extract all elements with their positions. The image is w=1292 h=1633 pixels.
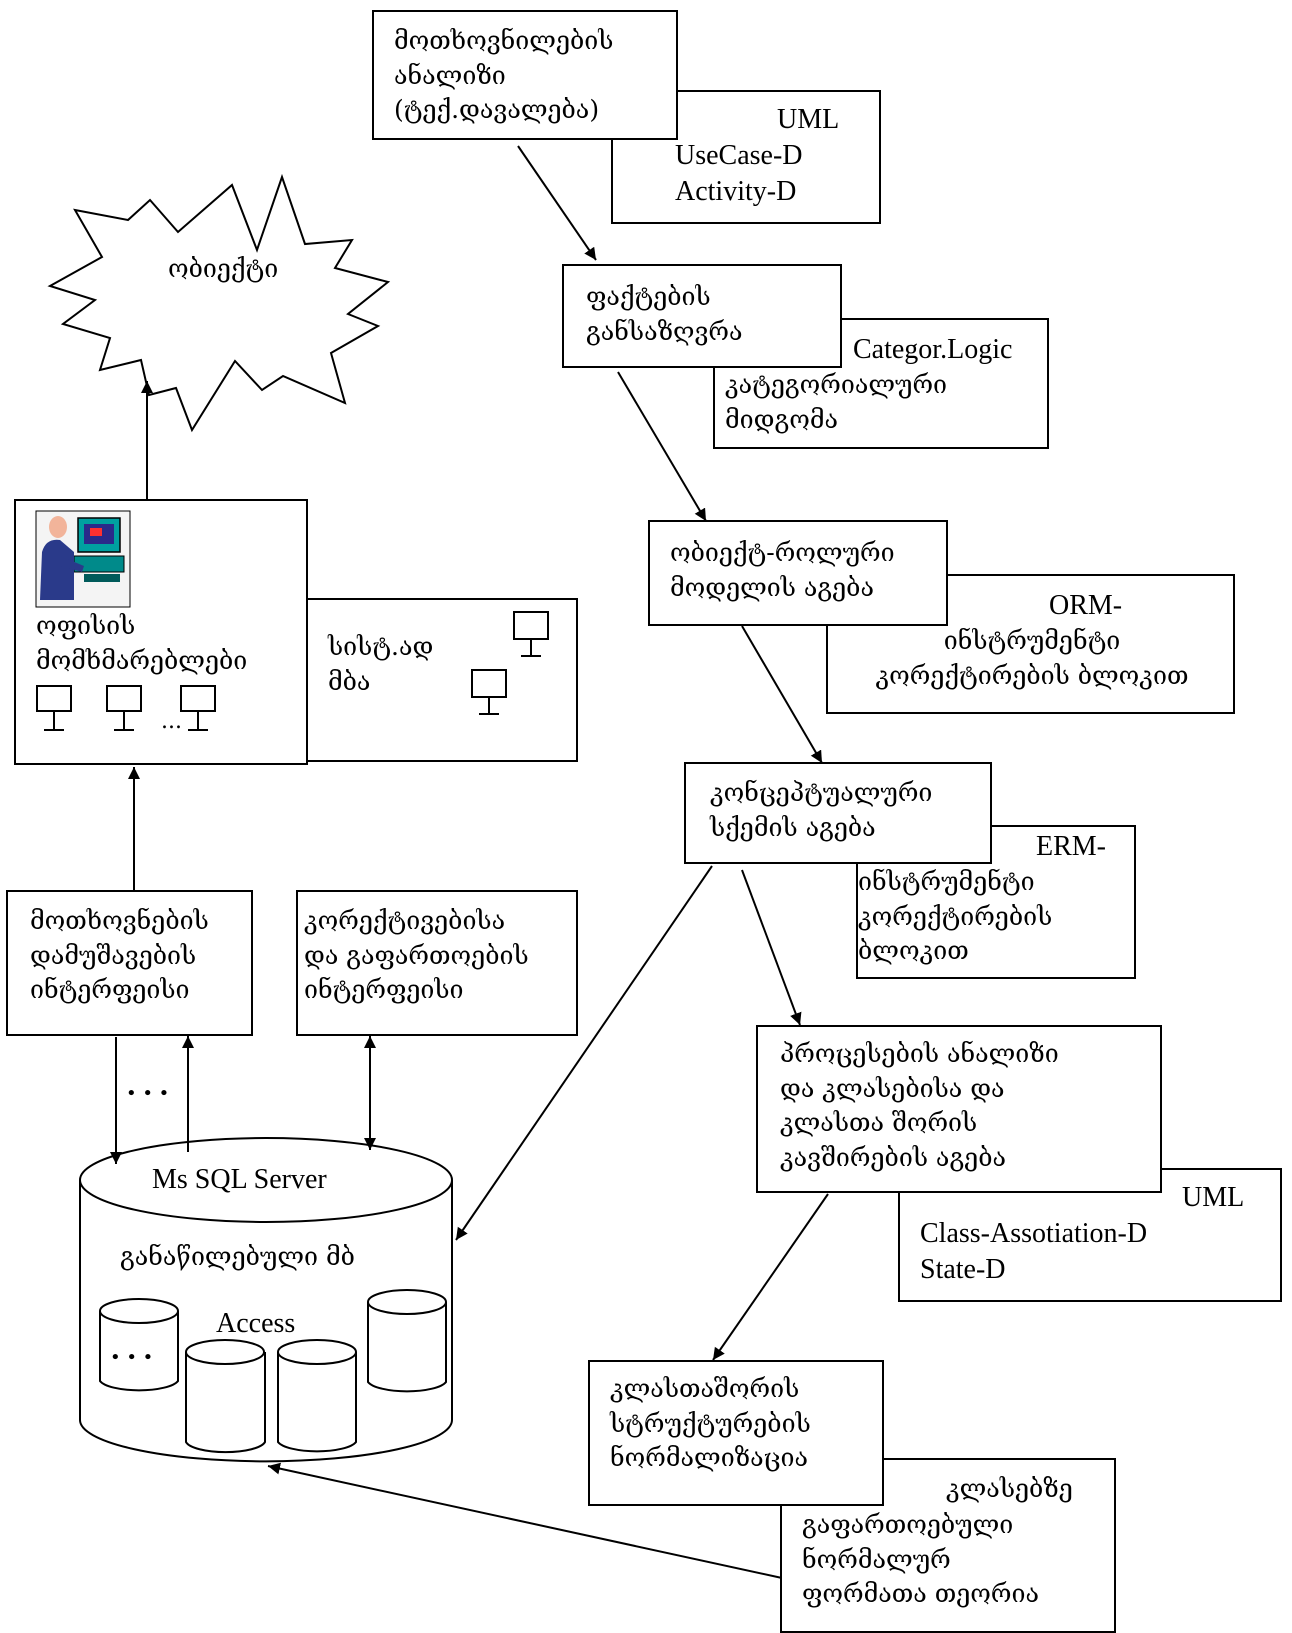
normal-forms-lines: გაფართოებული ნორმალურ ფორმათა თეორია [802, 1510, 1040, 1608]
facts-box: ფაქტების განსაზღვრა [562, 264, 842, 368]
normal-forms-box: კლასებზე გაფართოებული ნორმალურ ფორმათა თ… [780, 1458, 1116, 1633]
normalization-box: კლასთაშორის სტრუქტურების ნორმალიზაცია [588, 1360, 884, 1506]
uml-usecase-title: UML [777, 104, 840, 135]
requests-interface-label: მოთხოვნების დამუშავების ინტერფეისი [30, 906, 209, 1004]
requirements-analysis-label: მოთხოვნილების ანალიზი (ტექ.დავალება) [394, 26, 614, 124]
conceptual-schema-label: კონცეპტუალური სქემის აგება [710, 778, 933, 842]
db-subtitle: განაწილებული მბ [120, 1242, 355, 1271]
corrections-interface-label: კორექტივებისა და გაფართოების ინტერფეისი [304, 906, 529, 1004]
office-users-label: ოფისის მომხმარებლები [36, 611, 248, 675]
orm-tool-lines: ინსტრუმენტი კორექტირების ბლოკით [875, 626, 1189, 690]
arrow-process-to-normalization [712, 1193, 829, 1361]
uml-usecase-lines: UseCase-D Activity-D [675, 140, 803, 208]
facts-label: ფაქტების განსაზღვრა [586, 282, 743, 346]
small-db-cylinder [99, 1298, 179, 1392]
object-starburst [47, 173, 391, 433]
workstation-icon [106, 685, 142, 731]
workstation-icon [180, 685, 216, 731]
db-access-label: Access [216, 1308, 296, 1339]
uml-class-lines: Class-Assotiation-D State-D [920, 1218, 1148, 1286]
arrow-conceptual-to-process [741, 869, 802, 1026]
arrows-ellipsis: • • • [126, 1083, 170, 1104]
arrow-orm-to-conceptual [741, 625, 823, 764]
erm-tool-title: ERM- [1036, 831, 1106, 862]
arrow-req-to-facts [517, 145, 597, 261]
office-users-box: ოფისის მომხმარებლები ... [14, 499, 308, 765]
normalization-label: კლასთაშორის სტრუქტურების ნორმალიზაცია [610, 1374, 811, 1472]
orm-tool-box: ORM- ინსტრუმენტი კორექტირების ბლოკით [826, 574, 1235, 714]
sysadmin-box: სისტ.ად მბა [306, 598, 578, 762]
orm-tool-title: ORM- [1049, 590, 1123, 621]
process-analysis-label: პროცესების ანალიზი და კლასებისა და კლასთ… [780, 1039, 1059, 1172]
db-title: Ms SQL Server [152, 1164, 327, 1195]
db-cylinder [79, 1137, 453, 1463]
small-db-cylinder [367, 1289, 447, 1393]
small-db-cylinder [185, 1339, 266, 1454]
process-analysis-box: პროცესების ანალიზი და კლასებისა და კლასთ… [756, 1025, 1162, 1193]
user-computer-icon [35, 510, 131, 608]
requests-interface-box: მოთხოვნების დამუშავების ინტერფეისი [6, 890, 253, 1036]
categorical-logic-lines: კატეგორიალური მიდგომა [725, 370, 948, 434]
orm-model-label: ობიექტ-როლური მოდელის აგება [670, 538, 895, 602]
uml-usecase-box: UML UseCase-D Activity-D [611, 90, 881, 224]
uml-class-title: UML [1182, 1182, 1245, 1213]
corrections-interface-box: კორექტივებისა და გაფართოების ინტერფეისი [296, 890, 578, 1036]
workstation-icon [36, 685, 72, 731]
arrow-conceptual-to-db [455, 865, 713, 1241]
normal-forms-title: კლასებზე [946, 1474, 1073, 1503]
categorical-logic-title: Categor.Logic [853, 334, 1013, 365]
office-ellipsis: ... [161, 709, 182, 734]
sysadmin-label: სისტ.ად მბა [328, 632, 434, 696]
erm-tool-box: ERM- ინსტრუმენტი კორექტირების ბლოკით [856, 825, 1136, 979]
requirements-analysis-box: მოთხოვნილების ანალიზი (ტექ.დავალება) [372, 10, 678, 140]
erm-tool-lines: ინსტრუმენტი კორექტირების ბლოკით [858, 867, 1053, 965]
small-db-cylinder [277, 1339, 357, 1453]
conceptual-schema-box: კონცეპტუალური სქემის აგება [684, 762, 992, 864]
db-dots: • • • [110, 1347, 154, 1368]
arrow-normalforms-to-db [267, 1462, 783, 1579]
workstation-icon [513, 611, 549, 657]
workstation-icon [471, 669, 507, 715]
object-label: ობიექტი [168, 254, 279, 283]
arrow-facts-to-orm [617, 371, 707, 522]
orm-model-box: ობიექტ-როლური მოდელის აგება [648, 520, 948, 626]
